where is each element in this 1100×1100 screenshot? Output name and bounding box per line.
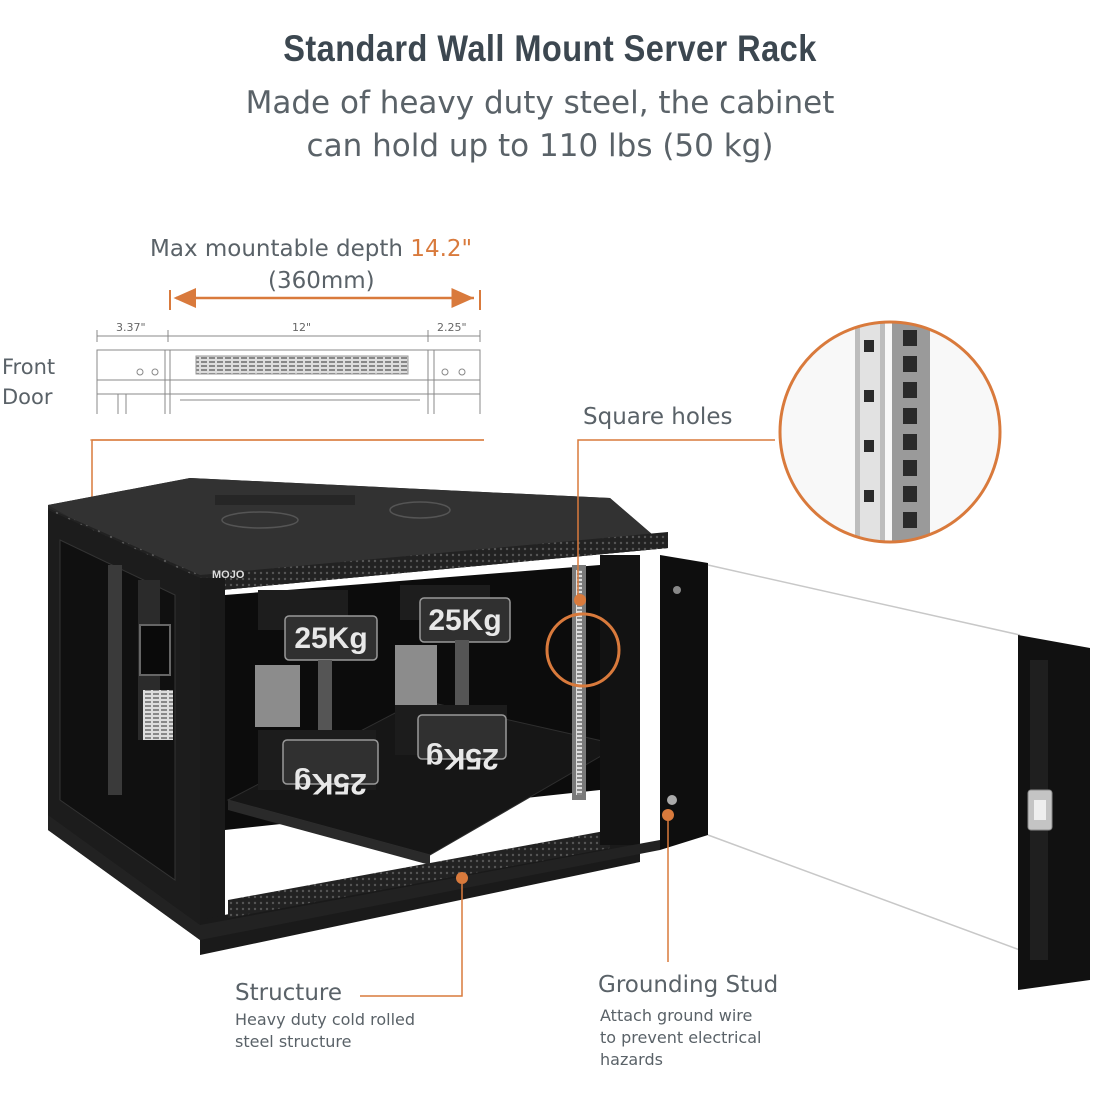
page-subtitle: Made of heavy duty steel, the cabinet ca… [0, 82, 1080, 168]
front-door-line-2: Door [2, 385, 53, 409]
grounding-stud-title: Grounding Stud [598, 972, 779, 998]
dim-mid-label: 12" [292, 321, 311, 334]
glass-door [660, 555, 1090, 990]
depth-technical-drawing [90, 330, 484, 441]
structure-leader [360, 872, 468, 997]
square-holes-label: Square holes [583, 404, 733, 430]
square-holes-zoom [545, 320, 1002, 688]
grounding-desc-line-3: hazards [600, 1050, 663, 1069]
dim-left-label: 3.37" [116, 321, 146, 334]
subtitle-line-1: Made of heavy duty steel, the cabinet [245, 85, 835, 121]
test-weight-left: 25Kg 25Kg [255, 590, 379, 800]
brand-logo: MOJO [212, 569, 245, 581]
structure-desc-line-1: Heavy duty cold rolled [235, 1010, 416, 1029]
grounding-stud-description: Attach ground wire to prevent electrical… [600, 1005, 800, 1071]
square-hole-pattern [864, 330, 917, 528]
depth-arrow [169, 288, 481, 310]
structure-desc-line-2: steel structure [235, 1032, 352, 1051]
server-rack-cabinet: 25Kg 25Kg 25Kg 25Kg MOJO [48, 478, 1090, 990]
front-door-line-1: Front [2, 355, 56, 379]
structure-title: Structure [235, 980, 342, 1006]
grounding-desc-line-2: to prevent electrical [600, 1028, 762, 1047]
grounding-leader [662, 809, 674, 962]
structure-description: Heavy duty cold rolled steel structure [235, 1009, 455, 1053]
max-depth-text: Max mountable depth [150, 236, 411, 262]
front-door-label: Front Door [2, 352, 55, 412]
grounding-desc-line-1: Attach ground wire [600, 1006, 753, 1025]
subtitle-line-2: can hold up to 110 lbs (50 kg) [306, 128, 774, 164]
weight-label-left-top: 25Kg [294, 622, 367, 655]
page-title: Standard Wall Mount Server Rack [283, 28, 817, 69]
max-depth-label: Max mountable depth 14.2" [150, 236, 472, 262]
test-weight-right: 25Kg 25Kg [395, 585, 511, 775]
max-depth-value: 14.2" [410, 236, 473, 262]
weight-label-right-top: 25Kg [428, 604, 501, 637]
weight-label-right-bottom: 25Kg [425, 742, 498, 775]
weight-label-left-bottom: 25Kg [293, 767, 366, 800]
dim-right-label: 2.25" [437, 321, 467, 334]
